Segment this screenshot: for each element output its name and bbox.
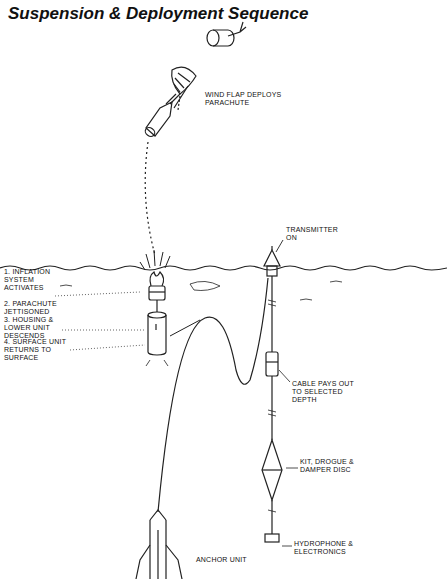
leader-line: [279, 370, 290, 382]
motion-line: [170, 320, 200, 336]
parachute: [144, 67, 196, 138]
canister: [207, 22, 246, 46]
transmitter-float: [264, 240, 283, 276]
trajectory: [145, 142, 155, 255]
callout-label: ANCHOR UNIT: [196, 556, 256, 564]
callout-label: KIT, DROGUE & DAMPER DISC: [300, 458, 370, 474]
callout-label: 4. SURFACE UNIT RETURNS TO SURFACE: [4, 338, 70, 362]
housing: [146, 300, 168, 366]
callout-label: TRANSMITTER ON: [286, 226, 328, 242]
callout-label: 1. INFLATION SYSTEM ACTIVATES: [4, 268, 66, 292]
callout-label: HYDROPHONE & ELECTRONICS: [294, 540, 374, 556]
diagram-title: Suspension & Deployment Sequence: [8, 4, 308, 24]
cable-pack: [266, 352, 278, 376]
leader-line: [282, 546, 292, 547]
callout-label: WIND FLAP DEPLOYS PARACHUTE: [205, 91, 325, 107]
leader-line: [286, 468, 298, 469]
callout-label: 3. HOUSING & LOWER UNIT DESCENDS: [4, 316, 66, 340]
callout-label: CABLE PAYS OUT TO SELECTED DEPTH: [292, 380, 360, 404]
drogue-disc: [262, 440, 282, 500]
water-surface: [0, 266, 447, 300]
hydrophone: [265, 534, 279, 542]
suspension-cable: [271, 276, 272, 534]
anchor-line: [158, 278, 268, 512]
anchor-unit: [136, 510, 182, 579]
leader-line: [55, 292, 145, 350]
surface-unit-splash: [140, 250, 170, 300]
callout-label: 2. PARACHUTE JETTISONED: [4, 300, 66, 316]
